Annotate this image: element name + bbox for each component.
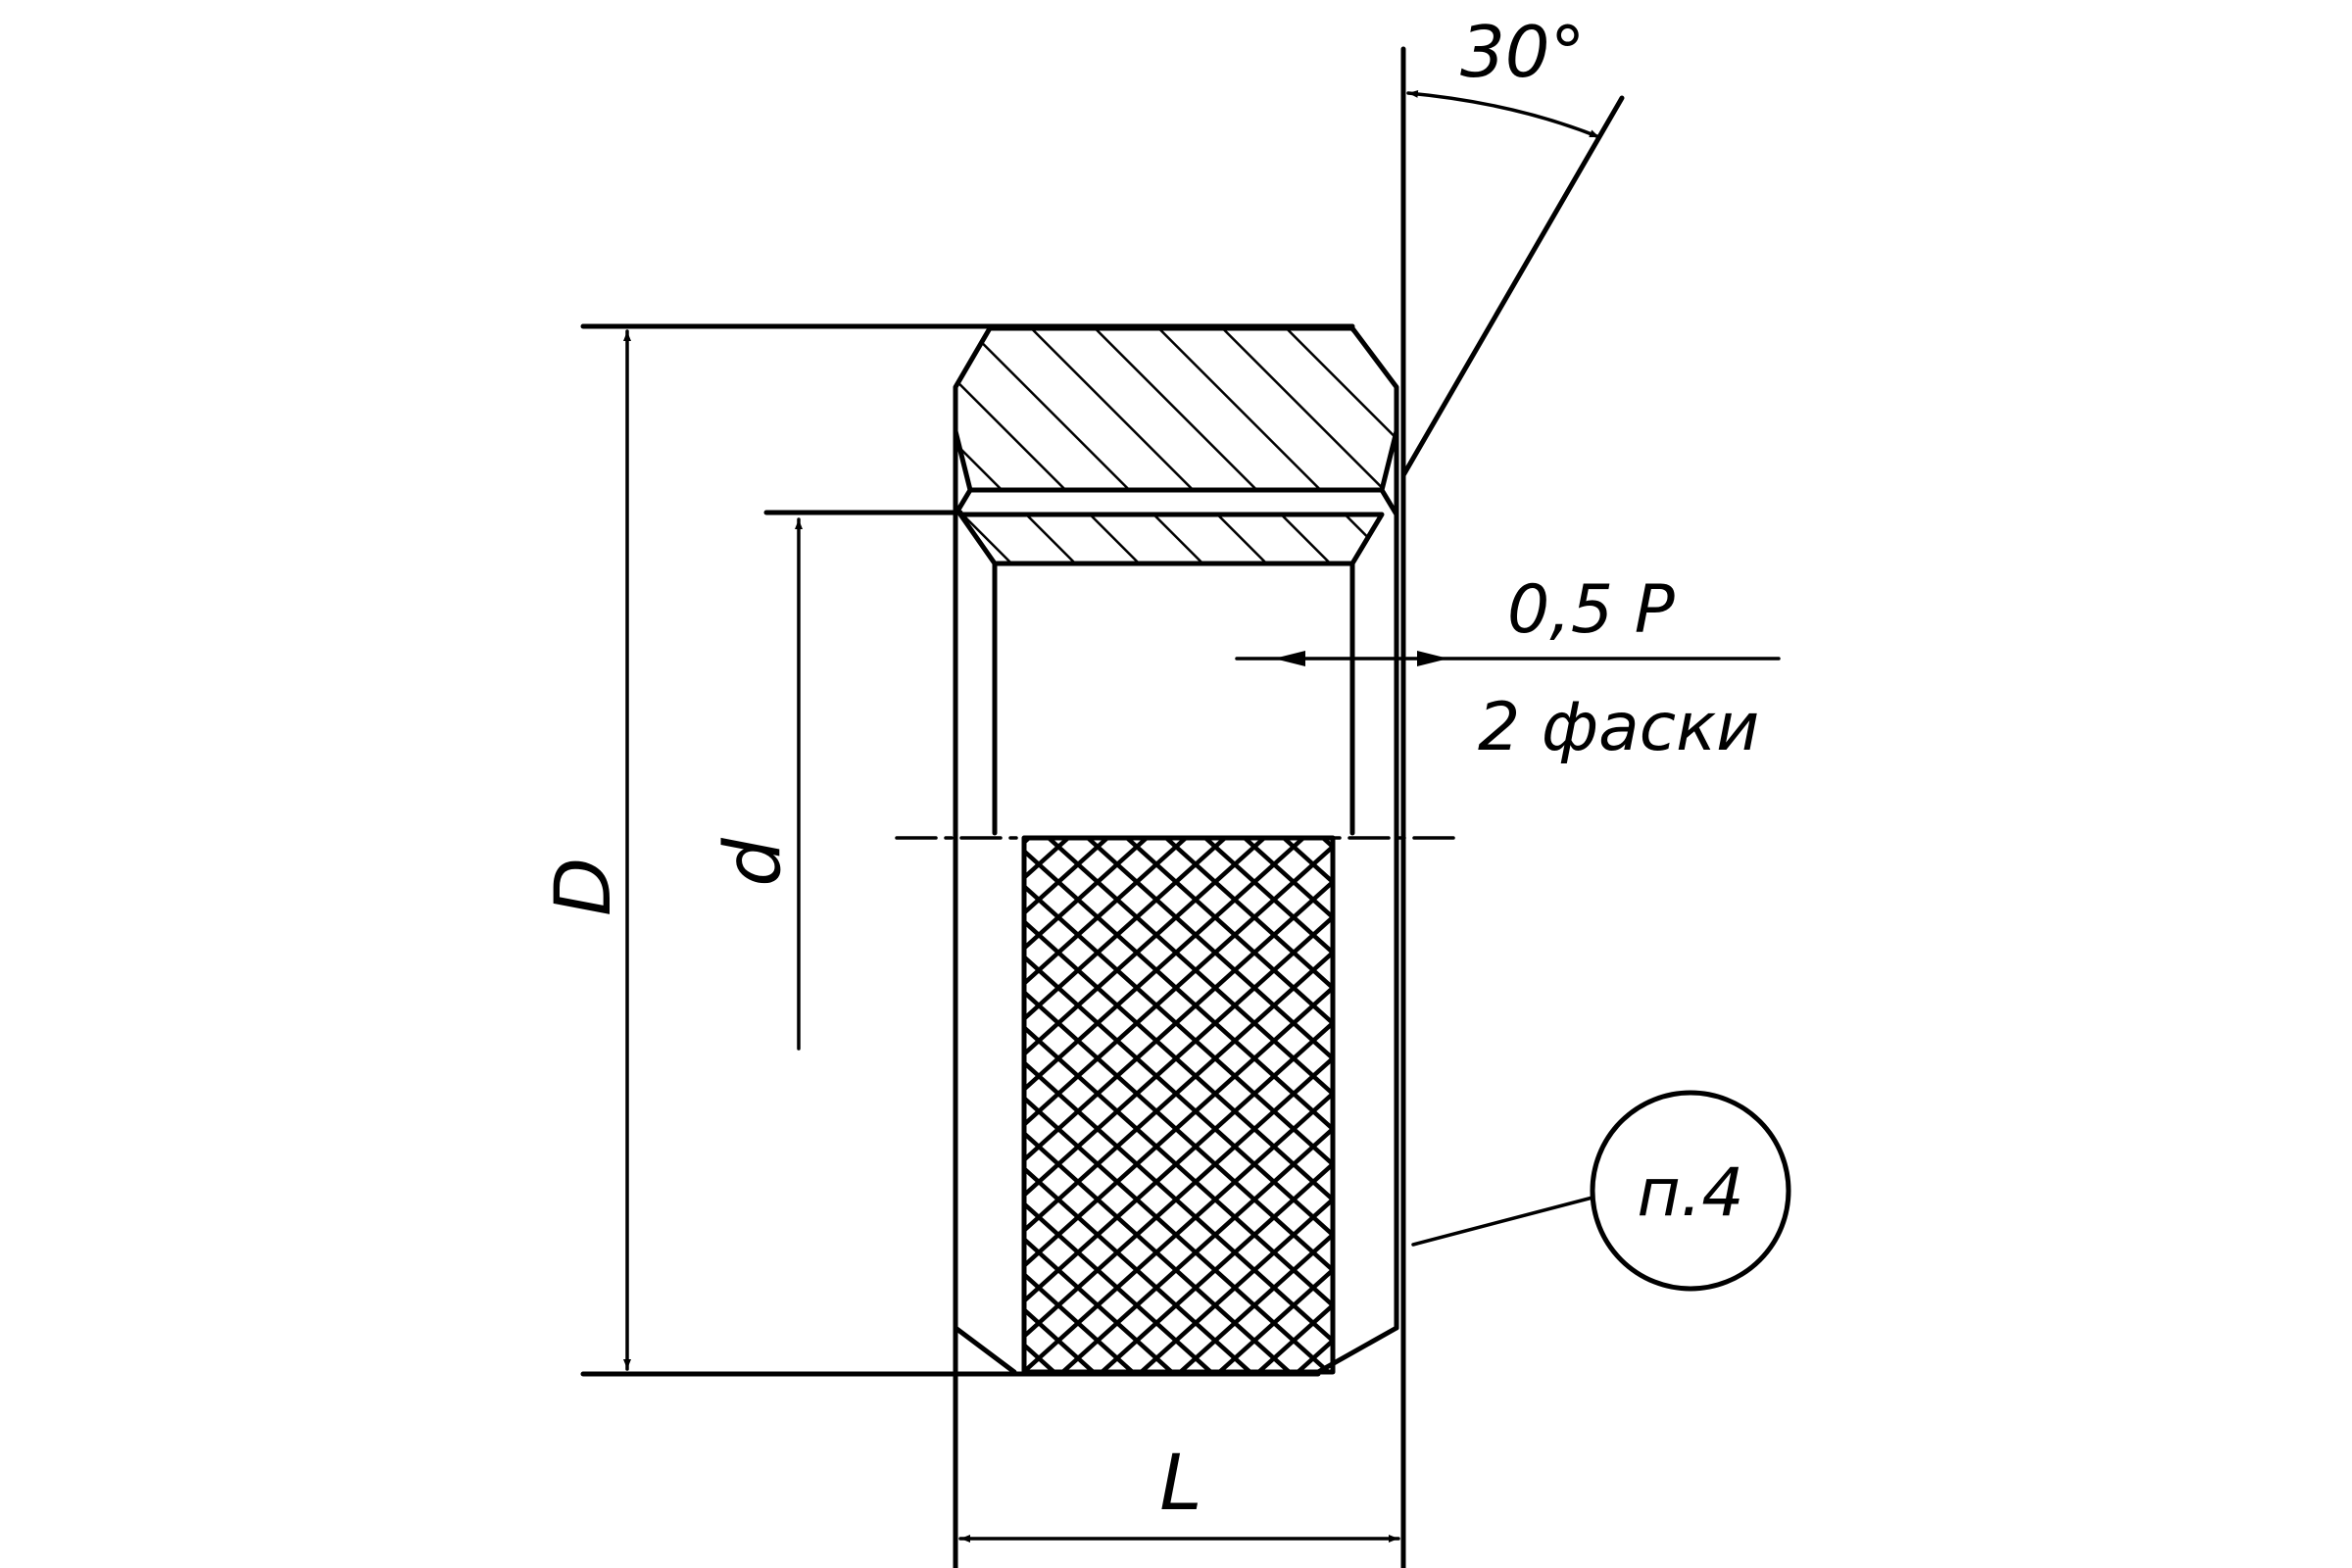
ref-leader <box>1411 1196 1594 1247</box>
label-ref-note: п.4 <box>1637 1154 1743 1232</box>
label-chamfer-size: 0,5 P <box>1507 571 1675 649</box>
angle-arc <box>1406 89 1601 139</box>
ring-body <box>953 428 1399 1375</box>
knurl-area <box>1024 838 1333 1372</box>
label-chamfer-note: 2 фаски <box>1478 689 1759 766</box>
label-dim-outer: D <box>540 858 628 916</box>
label-angle: 30° <box>1460 11 1586 93</box>
ref-bubble <box>1590 1090 1791 1292</box>
chamfer-arrow-right <box>1417 651 1448 666</box>
label-dim-length: L <box>1159 1440 1201 1528</box>
section-hatch-lower <box>960 514 1382 564</box>
section-hatch-upper <box>956 328 1396 490</box>
chamfer-arrow-left <box>1274 651 1305 666</box>
angle-leg <box>1400 95 1625 478</box>
label-dim-inner: d <box>710 838 798 887</box>
